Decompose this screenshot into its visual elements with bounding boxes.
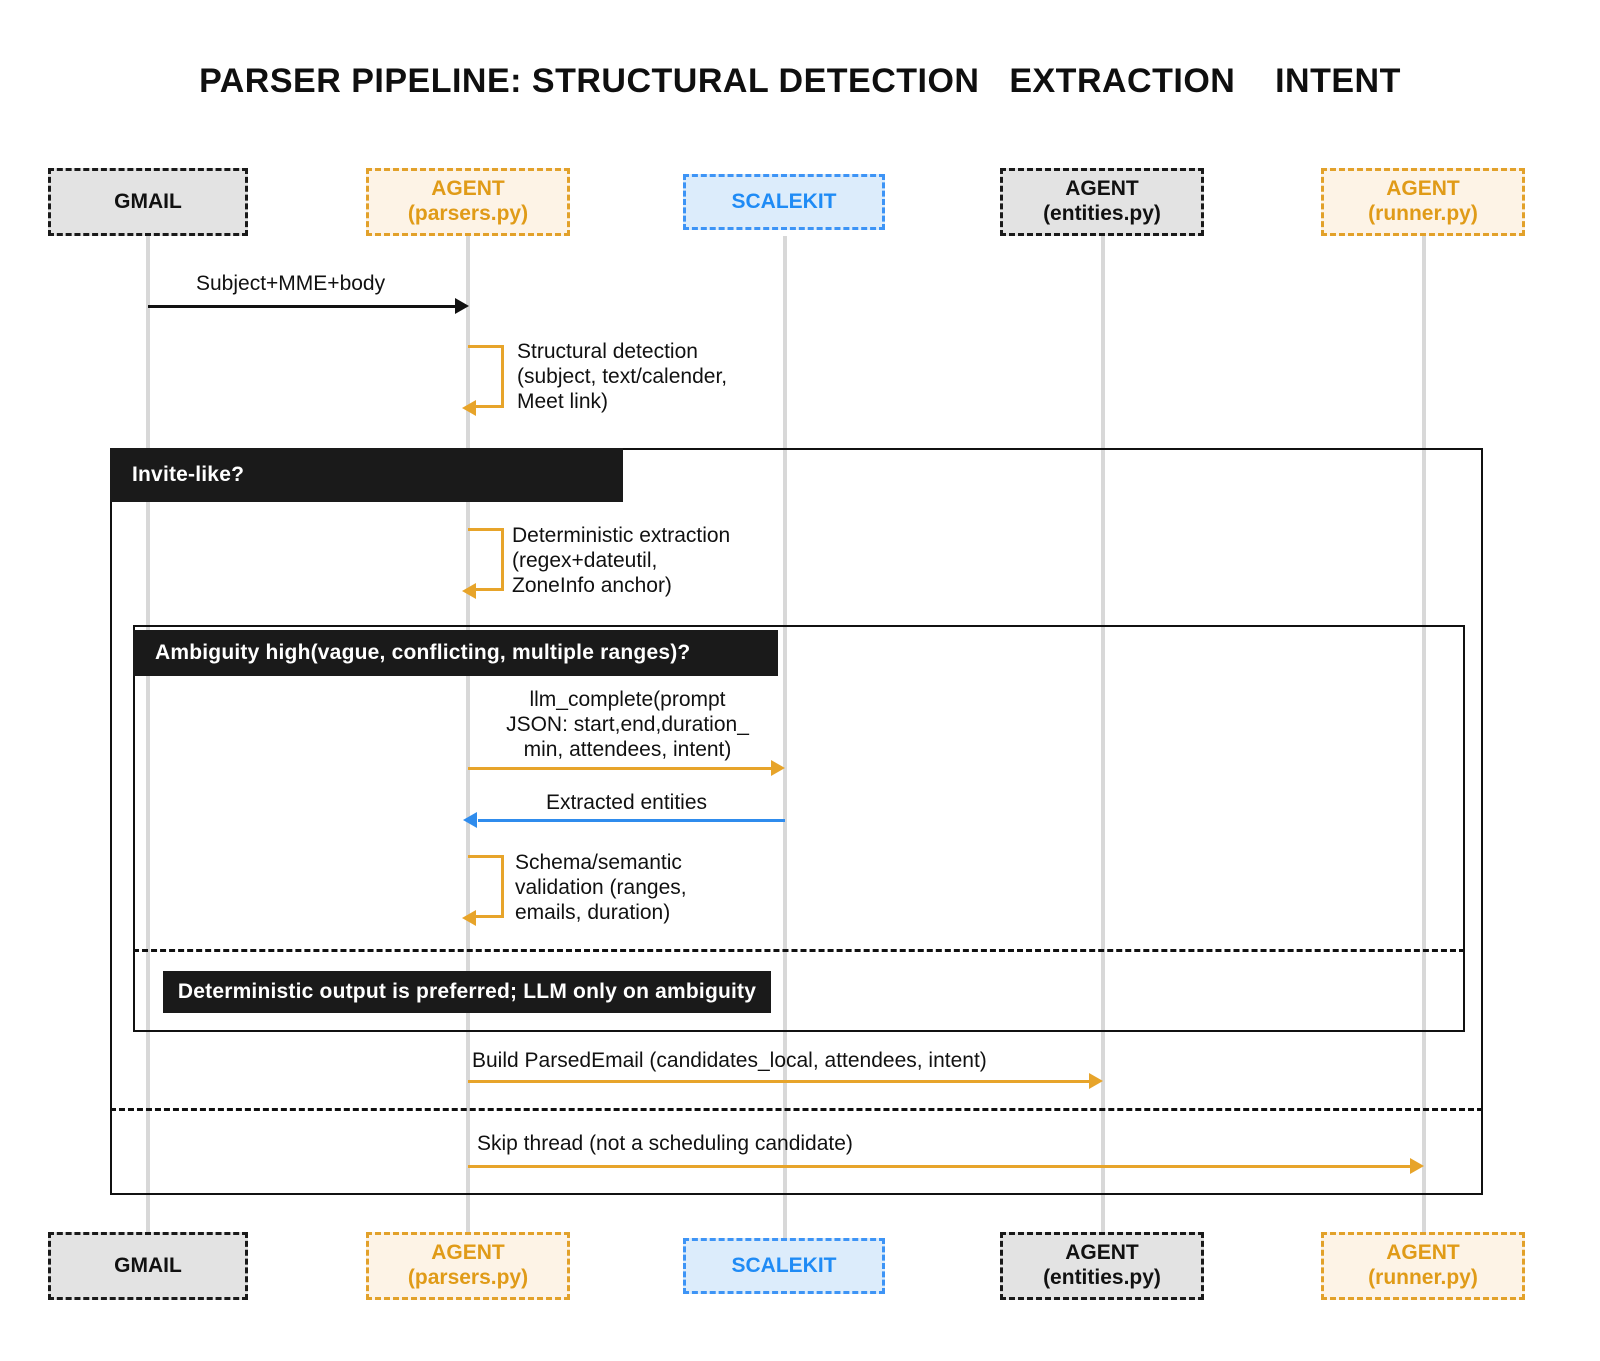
participant-scalekit-top[interactable]: SCALEKIT bbox=[683, 174, 885, 230]
lifeline-scalekit bbox=[783, 236, 787, 1244]
page-title: PARSER PIPELINE: STRUCTURAL DETECTION EX… bbox=[199, 62, 1401, 100]
message-label-deterministic-extraction: Deterministic extraction (regex+dateutil… bbox=[512, 524, 731, 597]
fragment-label-deterministic-preferred: Deterministic output is preferred; LLM o… bbox=[163, 971, 771, 1013]
message-label-extracted-entities: Extracted entities bbox=[545, 791, 708, 814]
participant-parsers-bottom[interactable]: AGENT (parsers.py) bbox=[366, 1232, 570, 1300]
message-arrowhead-extracted-entities bbox=[463, 812, 477, 828]
fragment-divider-ambiguity-else bbox=[133, 949, 1465, 952]
lifeline-runner bbox=[1422, 236, 1426, 1244]
selfcall-bracket-schema-validation bbox=[468, 855, 504, 918]
selfcall-arrowhead-schema-validation bbox=[462, 910, 476, 926]
participant-label: GMAIL bbox=[114, 1253, 182, 1277]
participant-label: AGENT (entities.py) bbox=[1043, 1241, 1161, 1289]
lifeline-entities bbox=[1101, 236, 1105, 1244]
participant-label: AGENT (parsers.py) bbox=[407, 177, 529, 225]
participant-label: AGENT (entities.py) bbox=[1043, 177, 1161, 225]
participant-parsers-top[interactable]: AGENT (parsers.py) bbox=[366, 168, 570, 236]
message-arrowhead-subject-mime-body bbox=[455, 298, 469, 314]
message-line-skip-thread bbox=[468, 1165, 1413, 1168]
message-label-build-parsedemail: Build ParsedEmail (candidates_local, att… bbox=[472, 1049, 987, 1072]
fragment-label-invite-like: Invite-like? bbox=[110, 448, 623, 502]
fragment-invite-like bbox=[110, 448, 1483, 1195]
participant-label: SCALEKIT bbox=[731, 1253, 837, 1277]
selfcall-bracket-structural-detection bbox=[468, 345, 504, 408]
message-line-llm-complete bbox=[468, 767, 775, 770]
participant-label: AGENT (runner.py) bbox=[1368, 177, 1478, 225]
selfcall-arrowhead-deterministic-extraction bbox=[462, 583, 476, 599]
message-label-subject-mime-body: Subject+MME+body bbox=[196, 272, 386, 295]
participant-runner-bottom[interactable]: AGENT (runner.py) bbox=[1321, 1232, 1525, 1300]
participant-entities-top[interactable]: AGENT (entities.py) bbox=[1000, 168, 1204, 236]
message-line-build-parsedemail bbox=[468, 1080, 1093, 1083]
message-line-subject-mime-body bbox=[148, 305, 460, 308]
lifeline-gmail bbox=[146, 236, 150, 1244]
participant-entities-bottom[interactable]: AGENT (entities.py) bbox=[1000, 1232, 1204, 1300]
participant-runner-top[interactable]: AGENT (runner.py) bbox=[1321, 168, 1525, 236]
participant-label: AGENT (parsers.py) bbox=[407, 1241, 529, 1289]
message-line-extracted-entities bbox=[478, 819, 785, 822]
message-label-skip-thread: Skip thread (not a scheduling candidate) bbox=[477, 1132, 853, 1155]
selfcall-arrowhead-structural-detection bbox=[462, 400, 476, 416]
participant-scalekit-bottom[interactable]: SCALEKIT bbox=[683, 1238, 885, 1294]
message-arrowhead-skip-thread bbox=[1410, 1158, 1424, 1174]
message-label-structural-detection: Structural detection (subject, text/cale… bbox=[517, 340, 728, 413]
participant-label: GMAIL bbox=[114, 189, 182, 213]
participant-label: SCALEKIT bbox=[731, 189, 837, 213]
participant-label: AGENT (runner.py) bbox=[1368, 1241, 1478, 1289]
participant-gmail-bottom[interactable]: GMAIL bbox=[48, 1232, 248, 1300]
fragment-ambiguity-high bbox=[133, 625, 1465, 1032]
selfcall-bracket-deterministic-extraction bbox=[468, 528, 504, 591]
lifeline-parsers bbox=[466, 236, 470, 1244]
fragment-divider-invite-like-else bbox=[110, 1108, 1483, 1111]
participant-gmail-top[interactable]: GMAIL bbox=[48, 168, 248, 236]
message-arrowhead-llm-complete bbox=[771, 760, 785, 776]
message-arrowhead-build-parsedemail bbox=[1089, 1073, 1103, 1089]
fragment-label-ambiguity-high: Ambiguity high(vague, conflicting, multi… bbox=[133, 630, 778, 676]
message-label-schema-validation: Schema/semantic validation (ranges, emai… bbox=[515, 851, 687, 924]
message-label-llm-complete: llm_complete(prompt JSON: start,end,dura… bbox=[506, 688, 749, 761]
